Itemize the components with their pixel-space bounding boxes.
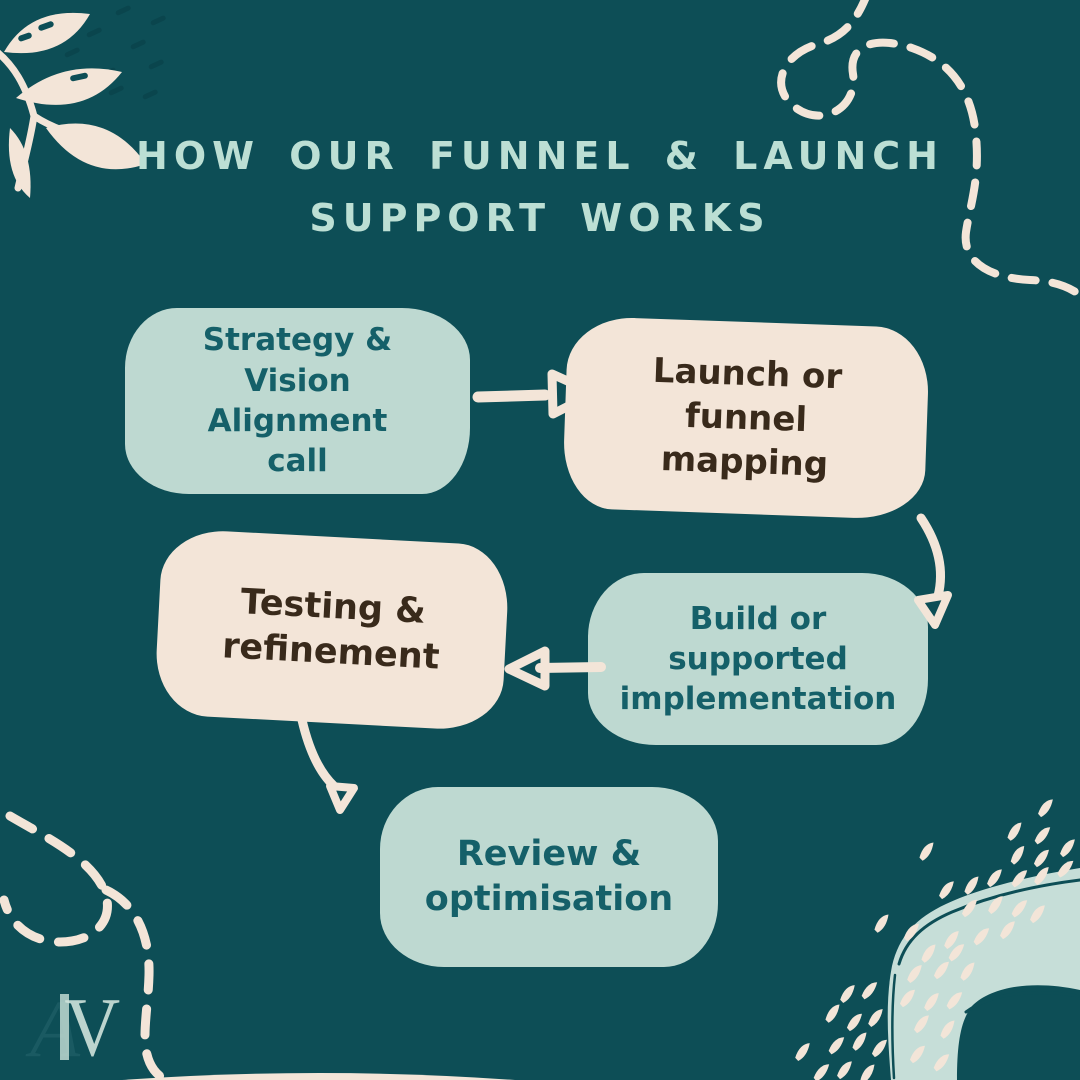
flow-step-5: Review & optimisation <box>380 787 718 967</box>
title-line-1: HOW OUR FUNNEL & LAUNCH <box>136 134 944 178</box>
logo-letter-v: V <box>64 981 121 1074</box>
flow-step-4: Testing & refinement <box>153 528 511 732</box>
flow-step-2: Launch or funnel mapping <box>561 315 931 521</box>
flow-step-1: Strategy & Vision Alignment call <box>125 308 470 494</box>
step-label: Launch or funnel mapping <box>652 350 843 485</box>
curved-arrow-down-icon <box>297 715 358 814</box>
title-line-2: SUPPORT WORKS <box>309 195 771 240</box>
droplet-pattern-icon <box>792 799 1079 1080</box>
brand-logo: A V <box>24 981 144 1078</box>
faint-dash-pattern-icon <box>57 5 166 100</box>
page-title: HOW OUR FUNNEL & LAUNCH SUPPORT WORKS <box>0 126 1080 249</box>
logo-bar <box>60 994 69 1060</box>
corner-blob-icon <box>887 868 1080 1080</box>
flow-step-3: Build or supported implementation <box>588 573 928 745</box>
step-label: Review & optimisation <box>424 833 674 920</box>
logo-letter-a: A <box>30 983 81 1074</box>
step-label: Strategy & Vision Alignment call <box>202 322 393 480</box>
step-label: Testing & refinement <box>221 581 441 678</box>
step-label: Build or supported implementation <box>619 600 897 718</box>
